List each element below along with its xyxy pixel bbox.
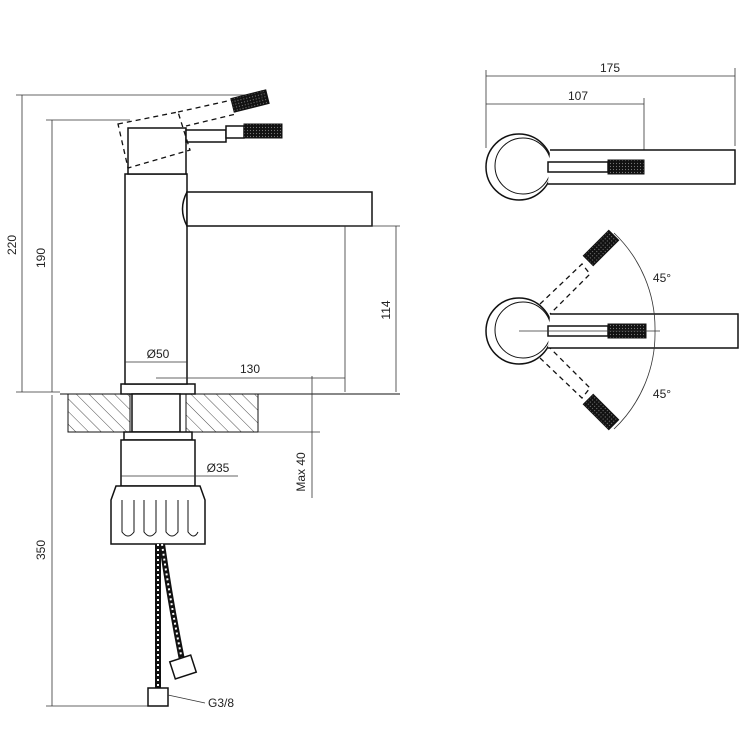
top-view: 175 107	[485, 61, 736, 201]
label-top-total-length: 175	[600, 61, 620, 75]
faucet-body	[124, 173, 188, 385]
faucet-lever	[117, 89, 283, 175]
label-rotation-upper: 45°	[653, 271, 671, 285]
countertop-section	[60, 393, 400, 433]
faucet-shank: Ø35	[120, 439, 238, 487]
label-rotation-lower: 45°	[653, 387, 671, 401]
label-base-diameter: Ø50	[147, 347, 170, 361]
label-hose-length: 350	[34, 540, 48, 560]
label-spout-reach: 130	[240, 362, 260, 376]
dim-base-diameter: Ø50	[125, 347, 187, 363]
label-shank-diameter: Ø35	[207, 461, 230, 475]
faucet-base	[120, 383, 196, 441]
side-view: 220 190 350	[5, 89, 400, 710]
supply-hoses: G3/8	[147, 543, 234, 710]
mounting-nut	[110, 485, 206, 545]
label-spout-height: 190	[34, 248, 48, 268]
rotation-view: 45° 45°	[485, 229, 739, 431]
dim-total-height: 220	[5, 94, 262, 393]
label-total-height: 220	[5, 235, 19, 255]
faucet-spout	[181, 191, 400, 392]
dim-max-deck-thickness: Max 40	[258, 376, 320, 498]
label-top-handle-length: 107	[568, 89, 588, 103]
dim-spout-height: 190	[34, 119, 130, 392]
dim-hose-length: 350	[34, 395, 150, 707]
label-connector-thread: G3/8	[208, 696, 234, 710]
dim-spout-reach: 130	[156, 362, 345, 379]
label-max-deck-thickness: Max 40	[294, 452, 308, 492]
dim-spout-clearance: 114	[379, 226, 397, 392]
label-spout-clearance: 114	[379, 300, 393, 319]
